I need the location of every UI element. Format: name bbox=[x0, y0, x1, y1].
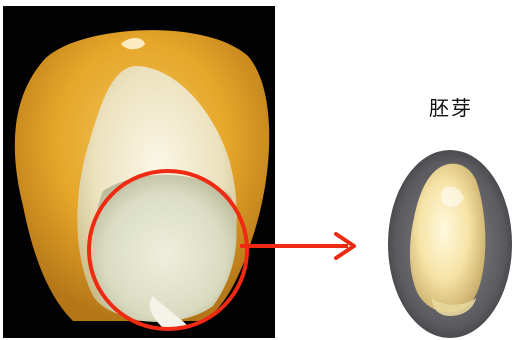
kernel-germ-region bbox=[93, 175, 237, 322]
embryo-photo bbox=[386, 148, 514, 340]
corn-kernel-photo bbox=[3, 6, 275, 338]
arrow-right-icon bbox=[240, 226, 364, 266]
embryo-label: 胚芽 bbox=[392, 92, 510, 121]
